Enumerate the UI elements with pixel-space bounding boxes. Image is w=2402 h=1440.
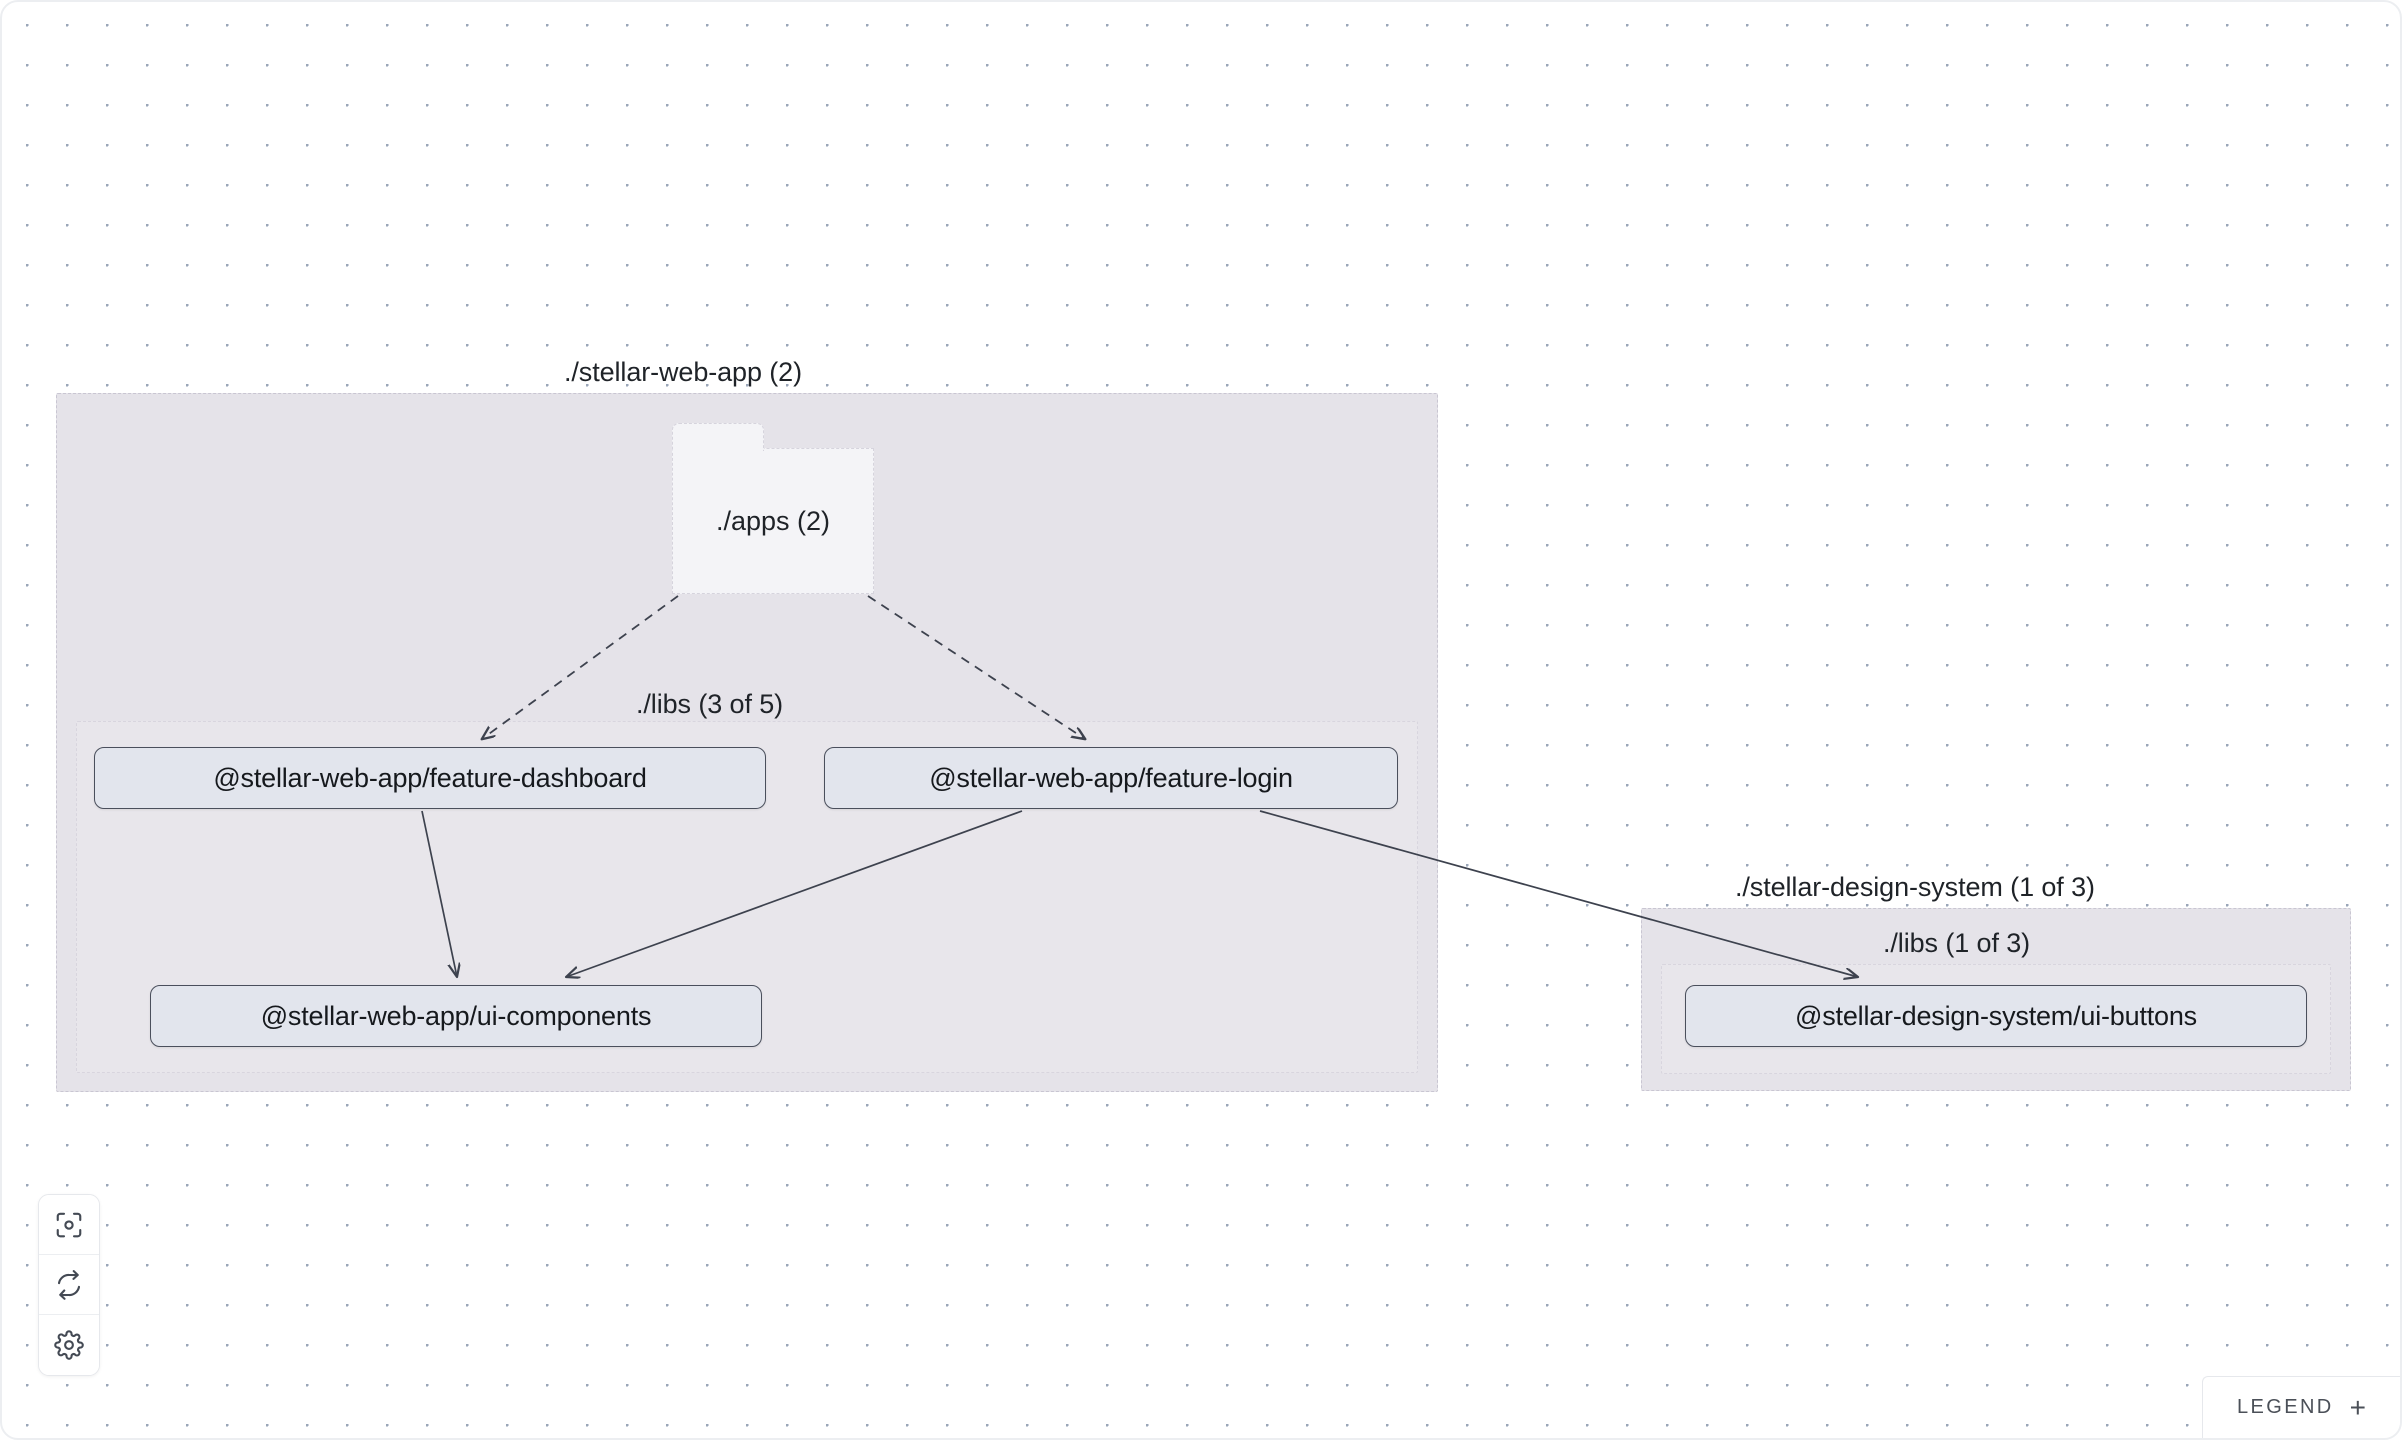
group-label-libs: ./libs (3 of 5) [636,689,784,719]
folder-node-apps-label: ./apps (2) [715,505,831,536]
refresh-button[interactable] [39,1255,99,1315]
plus-icon: + [2349,1391,2366,1423]
legend-label: LEGEND [2236,1396,2334,1418]
node-feature-dashboard-label: @stellar-web-app/feature-dashboard [213,762,647,793]
node-ui-buttons[interactable]: @stellar-design-system/ui-buttons [1685,985,2307,1047]
node-feature-login[interactable]: @stellar-web-app/feature-login [824,747,1398,809]
node-ui-buttons-label: @stellar-design-system/ui-buttons [1795,1000,2197,1031]
node-ui-components[interactable]: @stellar-web-app/ui-components [150,985,762,1047]
project-label-stellar-web-app: ./stellar-web-app (2) [564,357,802,387]
node-feature-login-label: @stellar-web-app/feature-login [929,762,1293,793]
canvas-controls[interactable] [38,1194,100,1376]
project-label-stellar-design-system: ./stellar-design-system (1 of 3) [1735,872,2095,902]
focus-target-icon [54,1210,84,1240]
settings-button[interactable] [39,1315,99,1375]
folder-node-apps[interactable]: ./apps (2) [671,423,874,594]
legend-button[interactable]: LEGEND + [2201,1376,2400,1438]
folder-tab-shape [671,423,764,454]
group-label-ds-libs: ./libs (1 of 3) [1883,928,2031,958]
refresh-icon [54,1269,84,1300]
node-feature-dashboard[interactable]: @stellar-web-app/feature-dashboard [94,747,766,809]
gear-icon [54,1330,84,1360]
focus-button[interactable] [39,1195,99,1255]
node-ui-components-label: @stellar-web-app/ui-components [260,1000,652,1031]
